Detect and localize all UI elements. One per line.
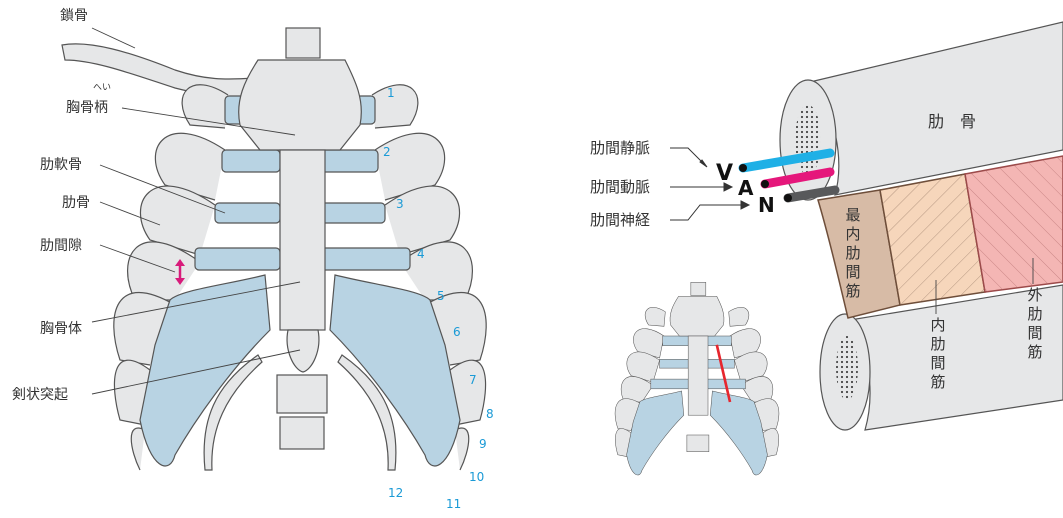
- label-innermost-intercostal: 最内肋間筋: [845, 206, 860, 300]
- xiphoid-bone: [287, 330, 319, 372]
- letter-v: V: [716, 161, 733, 186]
- label-clavicle: 鎖骨: [60, 8, 88, 24]
- rib-number-9: 9: [479, 437, 487, 451]
- label-costal-cartilage: 肋軟骨: [40, 157, 82, 173]
- rib-number-12: 12: [388, 486, 403, 500]
- sternum-body-bone: [280, 150, 325, 330]
- rib-number-3: 3: [396, 197, 404, 211]
- label-manubrium-ruby: へい: [93, 83, 111, 93]
- large-rib-cage: 鎖骨 へい 胸骨柄 肋軟骨 肋骨 肋間隙 胸骨体 剣状突起 1 2 3 4 5 …: [12, 8, 494, 511]
- label-intercostal-nerve: 肋間神経: [590, 211, 650, 229]
- manubrium-bone: [239, 60, 362, 150]
- vertical-label-text: 外肋間筋: [1027, 286, 1042, 361]
- rib-number-4: 4: [417, 247, 425, 261]
- label-internal-intercostal: 内肋間筋: [930, 316, 945, 391]
- rib-number-1: 1: [387, 86, 395, 100]
- rib-number-10: 10: [469, 470, 484, 484]
- small-rib-cage: [615, 282, 779, 475]
- letter-n: N: [758, 193, 775, 217]
- label-rib: 肋骨: [62, 195, 90, 211]
- rib-number-5: 5: [437, 289, 445, 303]
- vertical-label-text: 内肋間筋: [930, 316, 945, 391]
- rib-number-11: 11: [446, 497, 461, 511]
- letter-a: A: [738, 176, 754, 200]
- label-rib-bone: 肋 骨: [928, 112, 976, 131]
- rib-number-2: 2: [383, 145, 391, 159]
- rib-number-7: 7: [469, 373, 477, 387]
- label-intercostal-space: 肋間隙: [40, 238, 82, 254]
- rib-number-6: 6: [453, 325, 461, 339]
- vertical-label-text: 最内肋間筋: [845, 206, 860, 300]
- label-xiphoid: 剣状突起: [12, 387, 68, 403]
- label-manubrium: 胸骨柄: [66, 100, 108, 116]
- label-sternum-body: 胸骨体: [40, 321, 82, 337]
- rib-number-8: 8: [486, 407, 494, 421]
- label-external-intercostal: 外肋間筋: [1027, 286, 1042, 361]
- label-intercostal-artery: 肋間動脈: [590, 178, 650, 196]
- intercostal-section: V A N 肋間静脈 肋間動脈 肋間神経 肋 骨 最内肋間筋 内肋間筋 外肋間筋: [590, 22, 1063, 430]
- label-intercostal-vein: 肋間静脈: [590, 139, 650, 157]
